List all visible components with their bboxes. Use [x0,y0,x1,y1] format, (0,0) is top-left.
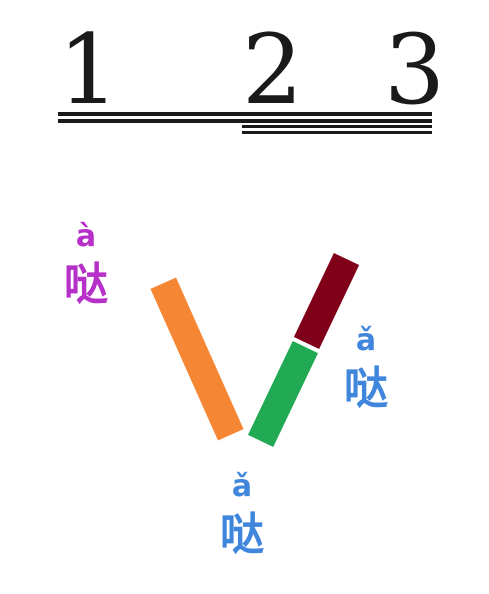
underline-lower [58,119,432,123]
sub-underline-lower [242,131,432,134]
syllable-right: ǎ 哒 [336,326,396,412]
syllable-left-hanzi: 哒 [64,259,108,310]
syllable-bottom-pinyin: ǎ [231,469,253,504]
falling-stroke-bar [150,277,244,441]
beat-number-2: 2 [242,14,304,126]
sub-underline-upper [242,125,432,128]
syllable-bottom-hanzi: 哒 [220,509,264,560]
syllable-left-pinyin: à [75,219,97,254]
beat-number-1: 1 [58,14,120,126]
rising-stroke-bar-lower [247,341,319,447]
syllable-right-hanzi: 哒 [344,363,388,414]
underline-upper [58,112,432,116]
syllable-bottom: ǎ 哒 [212,472,272,558]
syllable-right-pinyin: ǎ [355,323,377,358]
syllable-left: à 哒 [58,222,114,308]
beat-number-3: 3 [384,14,446,126]
